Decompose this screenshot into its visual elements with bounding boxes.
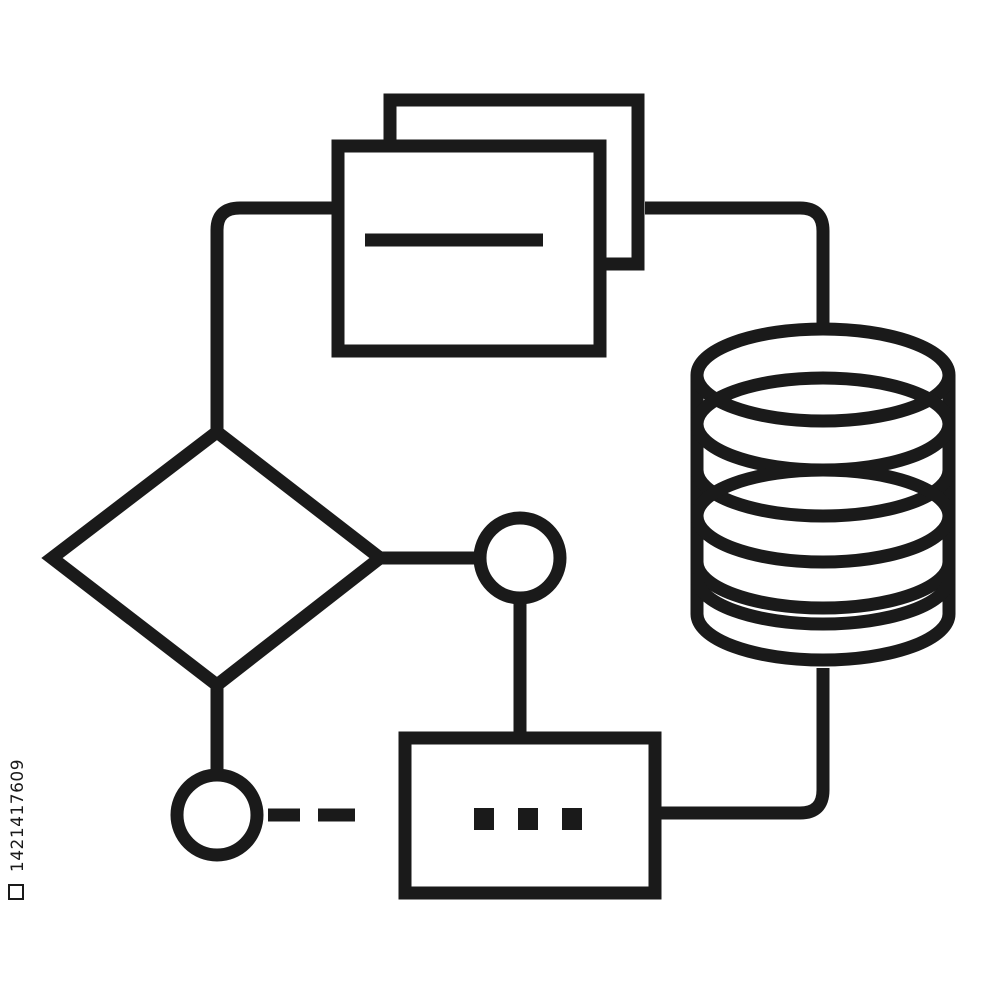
process-dot-3 xyxy=(562,808,582,830)
database-ring-5 xyxy=(690,577,956,631)
connector-diamond-to-documents xyxy=(210,201,332,432)
database-ring-4 xyxy=(690,561,956,615)
terminal-node-icon xyxy=(170,768,264,862)
decision-diamond-icon xyxy=(41,423,391,694)
database-icon xyxy=(690,322,956,667)
document-stack-icon xyxy=(331,93,645,358)
stock-id-watermark: 1421417609 xyxy=(8,759,28,900)
database-ring-1 xyxy=(690,371,956,477)
stock-id-label: 1421417609 xyxy=(8,758,28,873)
stock-logo-mark xyxy=(8,884,24,900)
process-box-icon xyxy=(398,731,662,900)
database-top xyxy=(690,322,956,428)
connector-database-to-process xyxy=(656,668,830,820)
connector-node-icon xyxy=(473,511,567,605)
back-document xyxy=(383,93,645,271)
process-dot-1 xyxy=(474,808,494,830)
front-document xyxy=(331,139,607,358)
process-dot-2 xyxy=(518,808,538,830)
icon-art xyxy=(41,93,956,900)
database-body xyxy=(690,375,956,667)
connector-documents-to-database xyxy=(645,201,830,330)
database-ring-3 xyxy=(690,463,956,569)
process-box xyxy=(398,731,662,900)
